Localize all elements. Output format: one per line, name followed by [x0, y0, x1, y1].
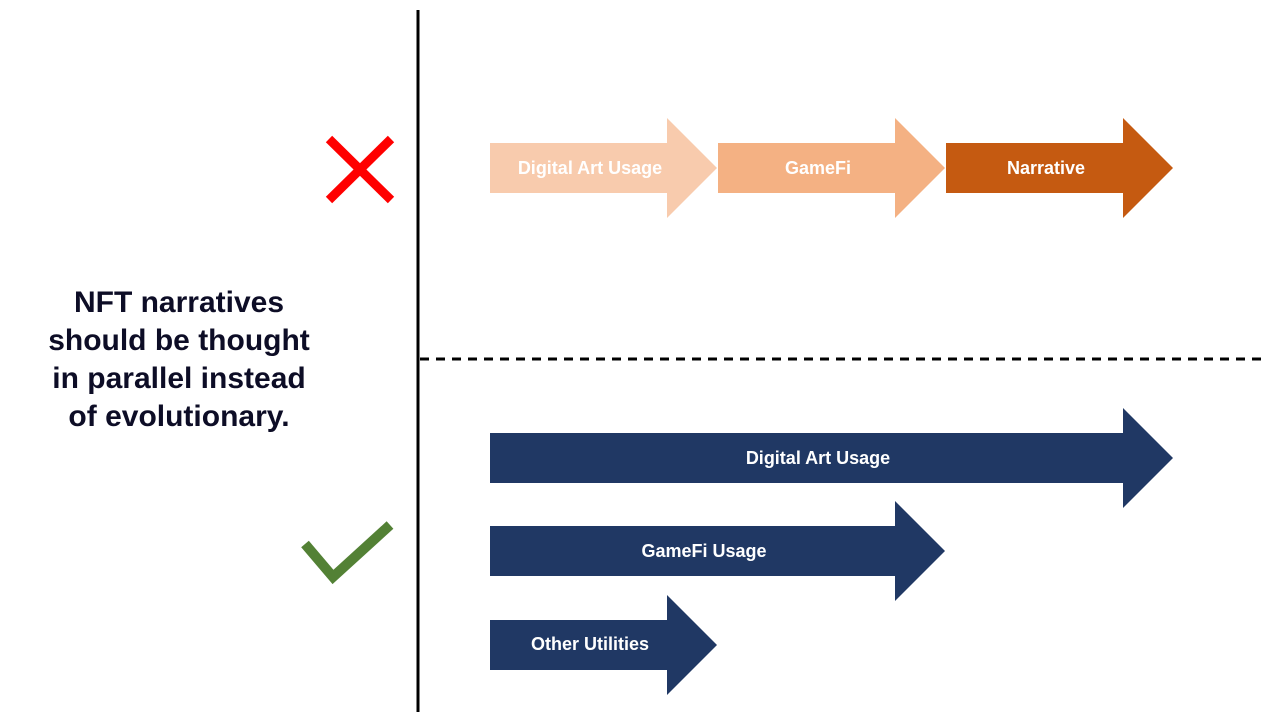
headline: NFT narratives should be thought in para…: [20, 284, 338, 436]
right-arrow-1: Digital Art Usage: [490, 408, 1173, 508]
headline-line-4: of evolutionary.: [68, 400, 290, 433]
wrong-arrow-2-label: GameFi: [785, 158, 851, 178]
headline-line-2: should be thought: [48, 324, 310, 357]
cross-icon: [325, 135, 395, 204]
right-arrow-3: Other Utilities: [490, 595, 717, 695]
wrong-arrow-2: GameFi: [718, 118, 945, 218]
checkmark-icon: [301, 521, 394, 585]
headline-line-1: NFT narratives: [73, 286, 285, 319]
right-arrow-2-label: GameFi Usage: [641, 541, 766, 561]
headline-line-3: in parallel instead: [52, 362, 306, 395]
wrong-arrow-3-label: Narrative: [1007, 158, 1085, 178]
right-arrow-3-label: Other Utilities: [531, 634, 649, 654]
right-arrow-1-label: Digital Art Usage: [746, 448, 890, 468]
wrong-arrow-1: Digital Art Usage: [490, 118, 717, 218]
wrong-arrow-3: Narrative: [946, 118, 1173, 218]
wrong-arrow-1-label: Digital Art Usage: [518, 158, 662, 178]
right-arrow-2: GameFi Usage: [490, 501, 945, 601]
